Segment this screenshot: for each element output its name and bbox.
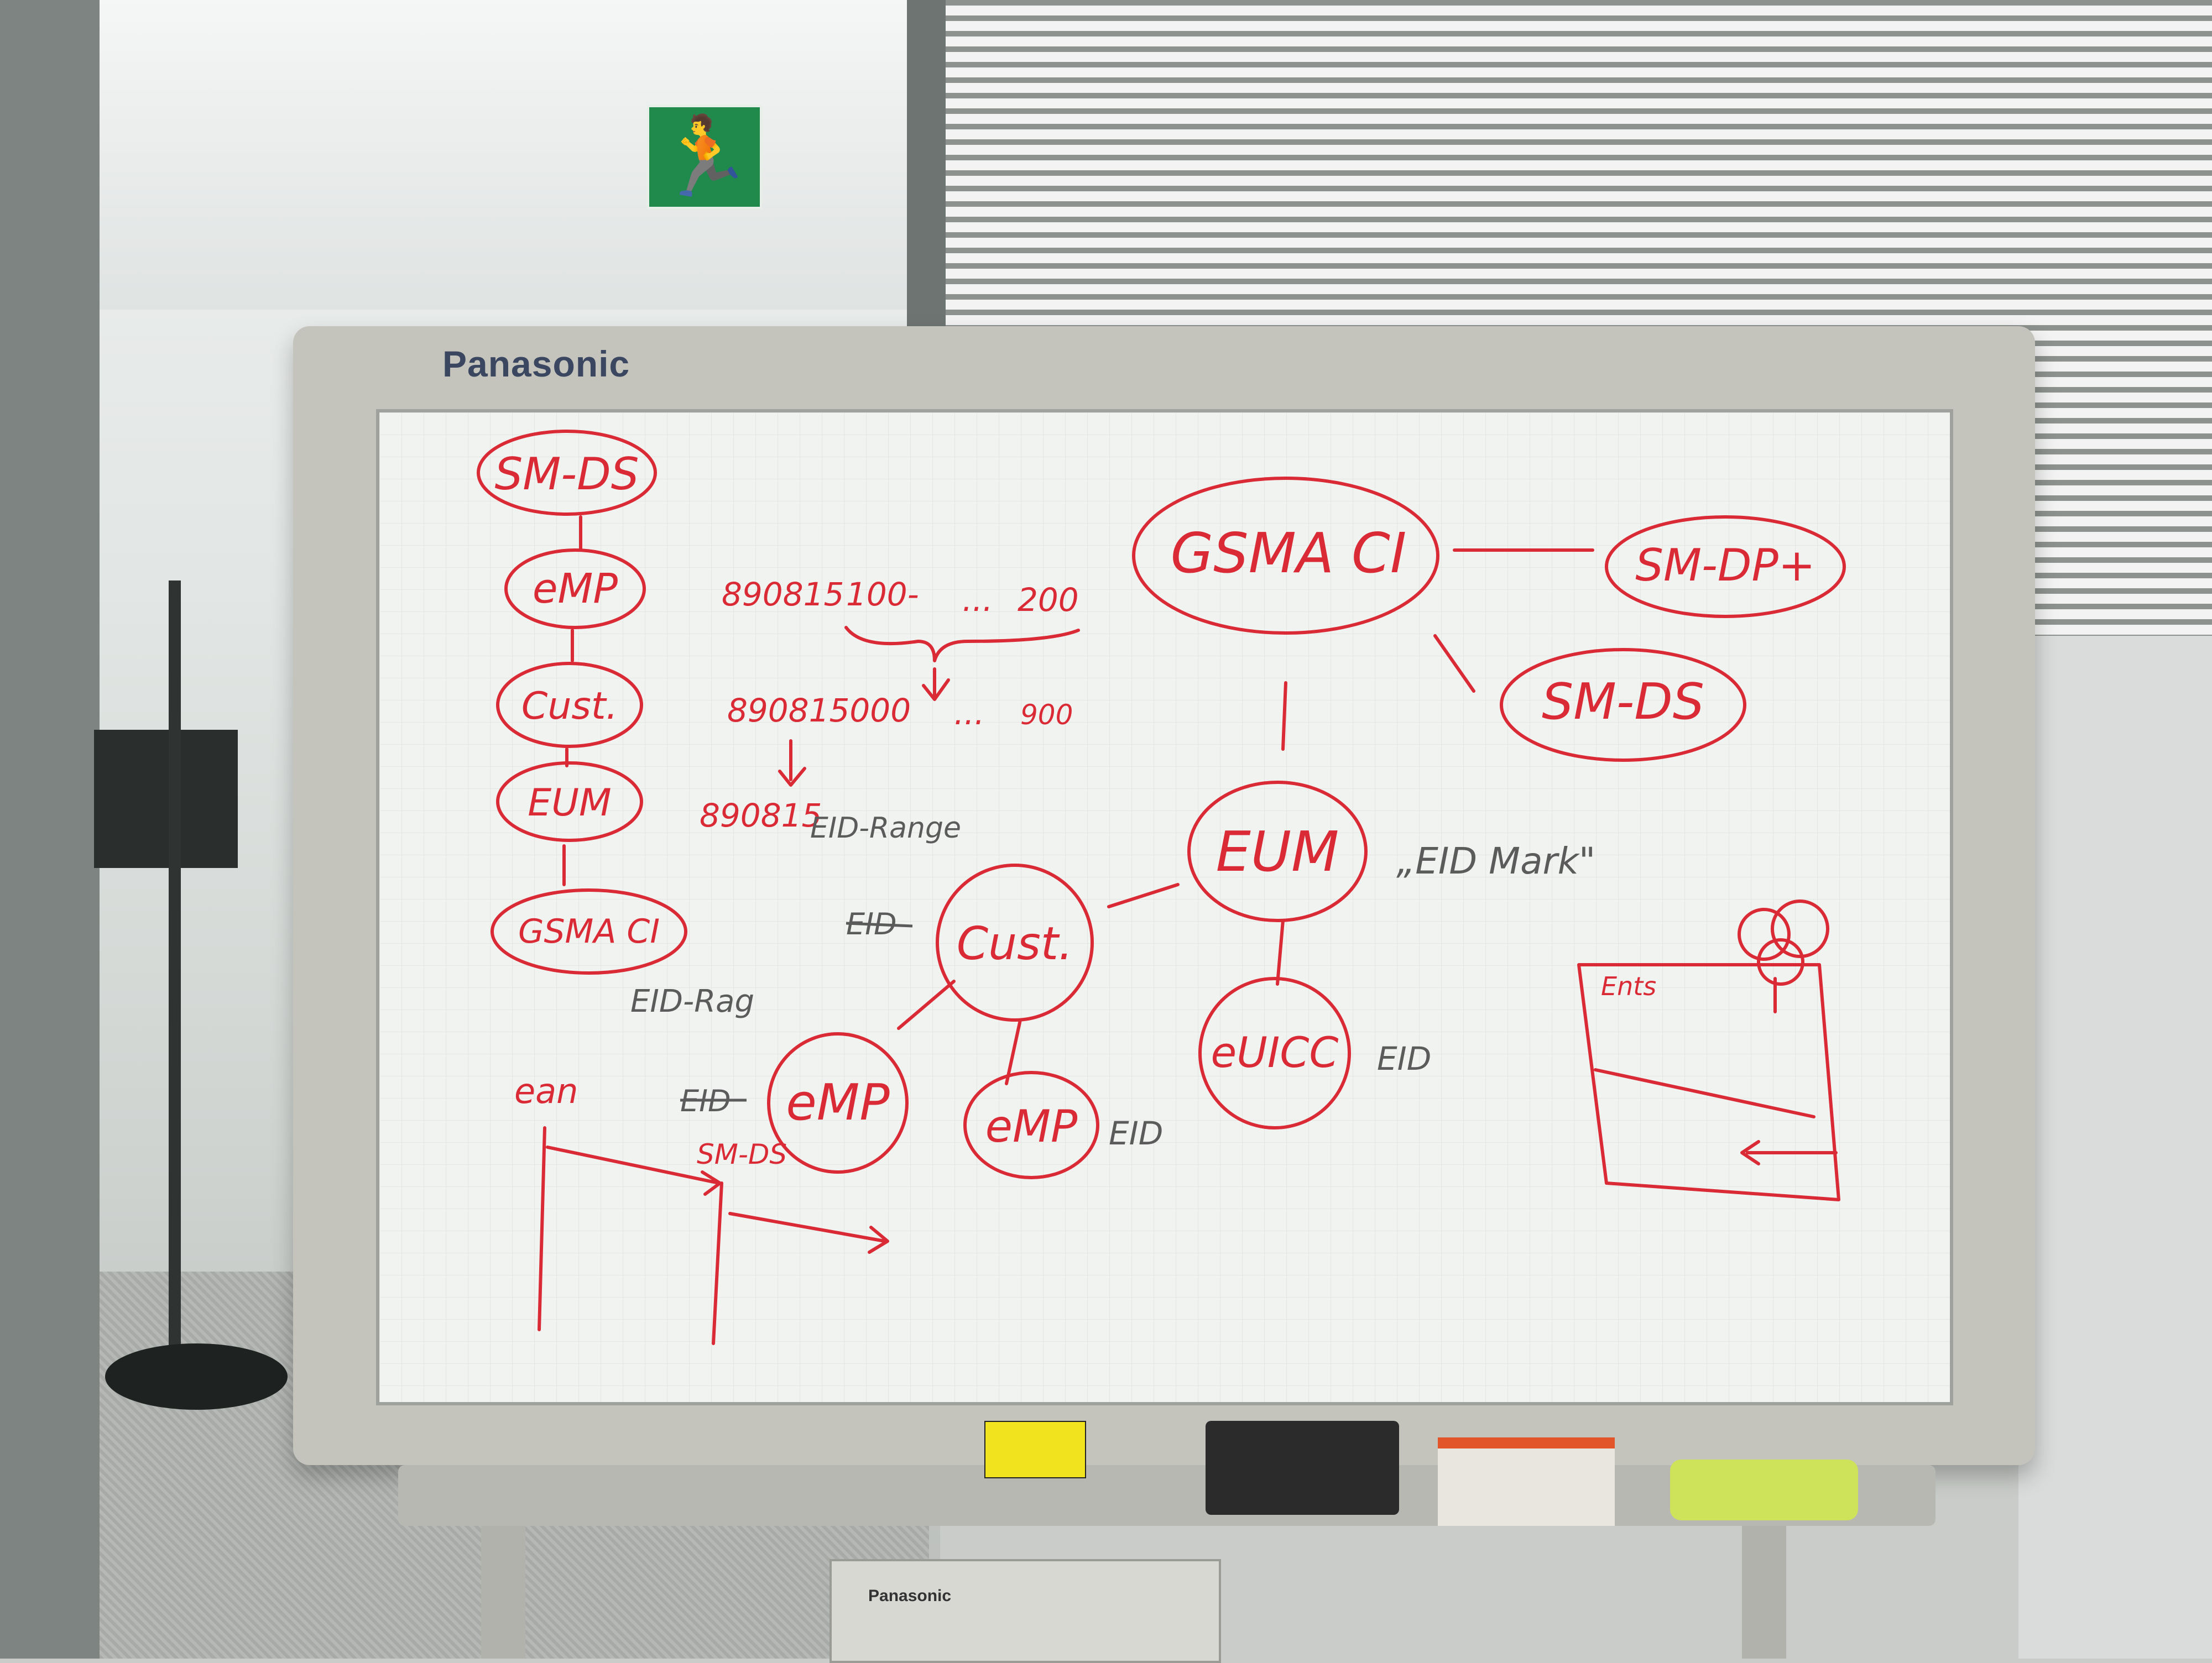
cleaner-bottle bbox=[1670, 1460, 1858, 1520]
eid-label: EID bbox=[1109, 1115, 1163, 1152]
eid-mark-note: „EID Mark" bbox=[1396, 840, 1595, 882]
stand-leg bbox=[481, 1526, 525, 1659]
node-label: Cust. bbox=[521, 684, 618, 728]
sketch-label: Ents bbox=[1601, 971, 1656, 1001]
node-label: SM-DS bbox=[1542, 673, 1704, 731]
divider-post bbox=[907, 0, 946, 387]
eid-start: 100- bbox=[846, 576, 919, 613]
brand-logo: Panasonic bbox=[442, 343, 630, 384]
node-label: GSMA CI bbox=[518, 912, 660, 951]
marker-set bbox=[1206, 1421, 1399, 1515]
eraser-box bbox=[1438, 1437, 1615, 1526]
node-emp-right bbox=[963, 1071, 1099, 1179]
message-arrow bbox=[728, 1212, 889, 1254]
arrow-down bbox=[778, 739, 806, 787]
node-cust bbox=[936, 864, 1094, 1022]
actor-label: SM-DS bbox=[697, 1138, 787, 1170]
coat-rack bbox=[169, 581, 181, 1382]
eid-range-note: EID-Range bbox=[810, 812, 961, 845]
eid-line2: 890815000 bbox=[727, 692, 911, 729]
node-euicc bbox=[1198, 977, 1351, 1129]
node-eum bbox=[1187, 781, 1368, 922]
eid-ellipsis: ... bbox=[954, 694, 984, 732]
actor-label: ean bbox=[514, 1071, 578, 1111]
warning-label bbox=[984, 1421, 1086, 1478]
node-cust bbox=[496, 662, 643, 748]
node-label: Cust. bbox=[957, 918, 1073, 970]
printer-brand: Panasonic bbox=[868, 1587, 952, 1605]
eid-ellipsis: ... bbox=[962, 581, 993, 619]
node-label: SM-DS bbox=[494, 448, 639, 500]
stand-leg bbox=[1742, 1526, 1786, 1659]
node-sm-ds bbox=[477, 430, 657, 516]
ceiling bbox=[100, 0, 929, 310]
coat-rack-base bbox=[105, 1343, 288, 1410]
node-label: EUM bbox=[528, 781, 611, 825]
ui-sketch: Ents bbox=[1577, 900, 1840, 1201]
eid-label: EID bbox=[1377, 1040, 1431, 1078]
node-label: GSMA CI bbox=[1171, 521, 1407, 585]
node-sm-ds-right bbox=[1500, 648, 1746, 762]
node-emp-left bbox=[767, 1032, 909, 1174]
eid-prefix: 890815 bbox=[722, 576, 844, 613]
node-eum bbox=[496, 761, 643, 842]
node-sm-dp-plus bbox=[1605, 515, 1846, 618]
wall-panel bbox=[2018, 636, 2212, 1659]
arrow-down bbox=[922, 667, 950, 701]
node-label: eMP bbox=[786, 1074, 890, 1132]
eid-hierarchy: GSMA CI SM-DP+ SM-DS EUM „EID Mark" Cust… bbox=[680, 477, 1846, 1179]
node-label: eUICC bbox=[1211, 1028, 1339, 1077]
message-arrow bbox=[546, 1146, 722, 1196]
node-gsma-ci-root bbox=[1132, 477, 1439, 635]
eid-line2-end: 900 bbox=[1020, 699, 1073, 731]
node-label: SM-DP+ bbox=[1635, 540, 1815, 591]
window-frame bbox=[0, 0, 100, 1659]
eid-line3: 890815 bbox=[700, 797, 822, 834]
sequence-sketch: ean SM-DS bbox=[514, 1071, 889, 1345]
exit-sign-icon: 🏃 bbox=[647, 105, 762, 209]
coat-rack-box bbox=[94, 730, 238, 868]
node-label: eMP bbox=[533, 565, 618, 613]
left-chain: SM-DS eMP Cust. EUM GSMA CI EID-Rag bbox=[477, 430, 754, 1019]
sketch-frame bbox=[1577, 963, 1840, 1201]
node-emp bbox=[504, 548, 646, 629]
node-label: EUM bbox=[1216, 819, 1339, 884]
eid-end: 200 bbox=[1018, 581, 1079, 619]
brace bbox=[844, 626, 1080, 662]
node-label: eMP bbox=[985, 1101, 1078, 1152]
eid-rag-note: EID-Rag bbox=[630, 984, 754, 1019]
eid-range-example: 890815 100- ... 200 890815000 ... 900 89… bbox=[700, 576, 1080, 845]
node-gsma-ci bbox=[491, 888, 687, 975]
